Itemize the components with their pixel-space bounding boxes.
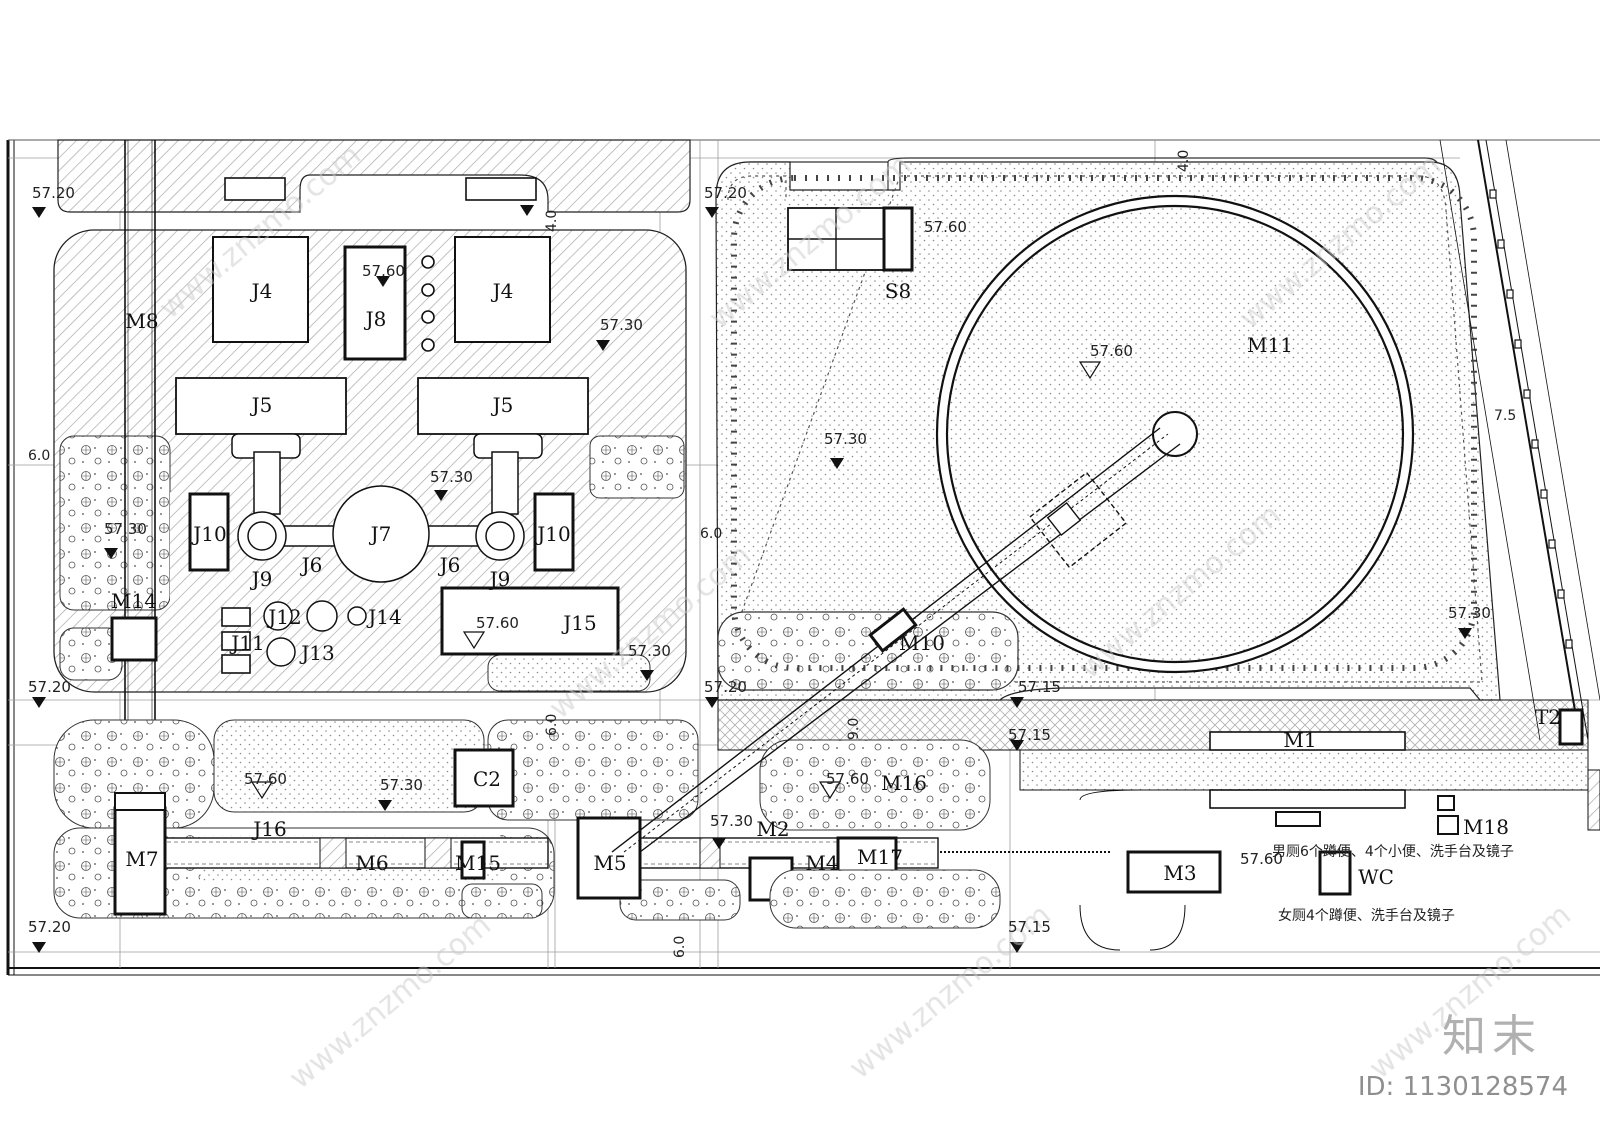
top-entry-paving [57, 139, 691, 213]
elev-18: 57.30 [380, 776, 423, 794]
label-s8: S8 [885, 279, 911, 303]
elev-3: 57.60 [362, 262, 405, 280]
label-j9-left: J9 [250, 567, 273, 591]
label-j10-right: J10 [535, 522, 570, 546]
label-m3: M3 [1163, 861, 1196, 885]
dim-4: 6.0 [700, 526, 722, 542]
label-m6: M6 [355, 851, 388, 875]
label-m7: M7 [125, 847, 158, 871]
elev-19: 57.60 [826, 770, 869, 788]
elev-2: 57.20 [704, 184, 747, 202]
label-j5-left: J5 [250, 393, 273, 417]
note-women-restroom: 女厕4个蹲便、洗手台及镜子 [1278, 907, 1455, 924]
label-j13: J13 [299, 641, 334, 665]
elev-17: 57.60 [244, 770, 287, 788]
label-m4: M4 [805, 851, 838, 875]
elev-22: 57.15 [1008, 918, 1051, 936]
elev-8: 57.30 [430, 468, 473, 486]
label-m1: M1 [1283, 728, 1316, 752]
m14-building [110, 616, 158, 662]
dim-2: 4.0 [544, 210, 560, 232]
label-j14: J14 [366, 605, 401, 629]
label-m5: M5 [593, 851, 626, 875]
bridge-pipe [611, 427, 1181, 853]
label-m14: M14 [111, 589, 157, 613]
dim-7: 6.0 [672, 936, 688, 958]
label-m11: M11 [1247, 333, 1293, 357]
elev-6: 57.60 [1090, 342, 1133, 360]
dim-3: 4.0 [1176, 150, 1192, 172]
label-j8: J8 [364, 307, 387, 331]
elevation-markers [32, 205, 1472, 953]
label-m2: M2 [756, 817, 789, 841]
unit-labels: J4 J4 J8 J5 J5 J10 J10 J7 J6 J6 J9 J9 J1… [111, 279, 1561, 889]
svg-text:www.znzmo.com: www.znzmo.com [283, 908, 498, 1097]
m1-road [717, 699, 1589, 951]
elev-20: 57.30 [710, 812, 753, 830]
restroom-notes: 男厕6个蹲便、4个小便、洗手台及镜子 女厕4个蹲便、洗手台及镜子 [1272, 844, 1514, 924]
label-j6-left: J6 [300, 553, 323, 577]
label-t2: T2 [1535, 705, 1561, 729]
label-j9-right: J9 [488, 567, 511, 591]
drawing-id: ID: 1130128574 [1357, 1072, 1568, 1102]
elev-21: 57.20 [28, 918, 71, 936]
elev-13: 57.20 [704, 678, 747, 696]
elev-15: 57.15 [1008, 726, 1051, 744]
tree-ring [731, 175, 1477, 671]
label-wc: WC [1358, 865, 1394, 889]
bottom-right-green [759, 739, 1001, 929]
dim-6: 9.0 [846, 718, 862, 740]
label-j12: J12 [266, 605, 301, 629]
label-j10-left: J10 [191, 522, 226, 546]
label-m10: M10 [899, 631, 945, 655]
label-m15: M15 [455, 851, 501, 875]
dim-5: 6.0 [544, 714, 560, 736]
s8-building [787, 206, 914, 272]
pipe-m8 [124, 140, 156, 800]
label-m18: M18 [1463, 815, 1509, 839]
elev-23: 57.60 [1240, 850, 1283, 868]
label-j6-right: J6 [438, 553, 461, 577]
dim-8: 7.5 [1494, 408, 1516, 424]
elev-5: 57.30 [600, 316, 643, 334]
elevation-labels: 57.20 57.20 57.60 57.60 57.30 57.60 57.3… [28, 184, 1491, 936]
label-m17: M17 [857, 845, 903, 869]
label-j11: J11 [229, 631, 264, 655]
elev-10: 57.60 [476, 614, 519, 632]
j8-vents [421, 255, 435, 352]
label-j7: J7 [369, 522, 392, 546]
label-c2: C2 [473, 767, 501, 791]
label-m8: M8 [125, 309, 158, 333]
east-posts [1489, 189, 1573, 649]
elev-9: 57.30 [104, 520, 147, 538]
elev-12: 57.20 [28, 678, 71, 696]
elev-4: 57.60 [924, 218, 967, 236]
elev-11: 57.30 [628, 642, 671, 660]
label-m16: M16 [881, 771, 927, 795]
clarifier-m11 [935, 194, 1415, 674]
east-boundary [1439, 139, 1600, 831]
label-j4-right: J4 [491, 279, 514, 303]
label-j5-right: J5 [491, 393, 514, 417]
note-men-restroom: 男厕6个蹲便、4个小便、洗手台及镜子 [1272, 844, 1514, 860]
elev-7: 57.30 [824, 430, 867, 448]
open-elevation-markers [250, 361, 1102, 800]
dimension-labels: 6.0 4.0 4.0 6.0 6.0 9.0 6.0 7.5 [28, 150, 1516, 958]
digester-piping [231, 433, 543, 667]
label-j15: J15 [561, 611, 596, 635]
elev-16: 57.30 [1448, 604, 1491, 622]
elev-1: 57.20 [32, 184, 75, 202]
label-j16: J16 [251, 817, 286, 841]
elev-14: 57.15 [1018, 678, 1061, 696]
label-j4-left: J4 [250, 279, 273, 303]
dim-1: 6.0 [28, 448, 50, 464]
brand-logo: 知末 [1442, 1011, 1542, 1062]
